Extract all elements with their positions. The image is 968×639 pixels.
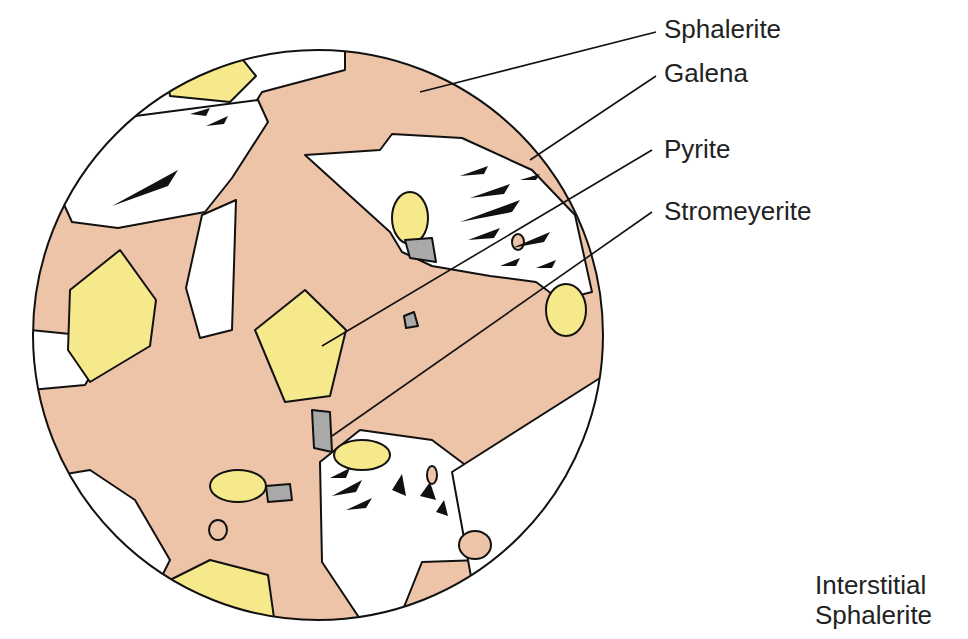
mineral-label: Pyrite <box>664 134 730 164</box>
mineral-label: Stromeyerite <box>664 196 811 226</box>
mineral-label: Galena <box>664 58 748 88</box>
caption: Interstitial Sphalerite <box>815 570 960 630</box>
mineral-label: Sphalerite <box>664 14 781 44</box>
